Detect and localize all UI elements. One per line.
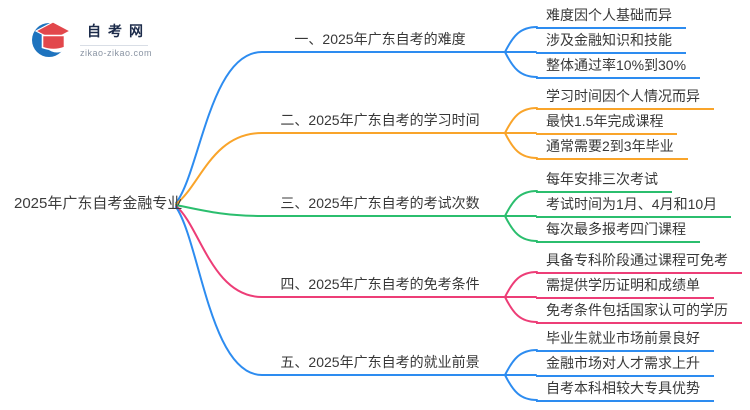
- branch-label-exemption: 四、2025年广东自考的免考条件: [280, 276, 480, 292]
- branch-line-exemption: [175, 205, 538, 323]
- leaf-item: 考试时间为1月、4月和10月: [536, 194, 732, 218]
- central-topic: 2025年广东自考金融专业: [14, 195, 183, 212]
- leaf-item: 具备专科阶段通过课程可免考: [536, 250, 742, 274]
- branch-label-exam-times: 三、2025年广东自考的考试次数: [280, 195, 480, 211]
- leaf-item: 每次最多报考四门课程: [536, 219, 700, 243]
- site-domain: zikao-zikao.com: [80, 48, 153, 58]
- leaf-item: 难度因个人基础而异: [536, 5, 686, 29]
- branch-line-exam-times: [175, 190, 538, 242]
- leaf-item: 金融市场对人才需求上升: [536, 353, 714, 377]
- branch-line-study-time: [175, 107, 538, 205]
- leaf-item: 最快1.5年完成课程: [536, 111, 678, 135]
- leaf-item: 每年安排三次考试: [536, 169, 672, 193]
- leaf-item: 涉及金融知识和技能: [536, 30, 686, 54]
- site-name: 自考网: [87, 23, 150, 39]
- branch-line-career: [175, 206, 538, 401]
- leaf-item: 学习时间因个人情况而异: [536, 86, 714, 110]
- leaf-item: 整体通过率10%到30%: [536, 55, 701, 79]
- leaf-item: 通常需要2到3年毕业: [536, 136, 688, 160]
- leaf-item: 自考本科相较大专具优势: [536, 378, 714, 402]
- leaf-item: 需提供学历证明和成绩单: [536, 275, 714, 299]
- branch-label-difficulty: 一、2025年广东自考的难度: [294, 31, 466, 47]
- site-logo[interactable]: 自考网 zikao-zikao.com: [30, 17, 152, 61]
- branch-label-career: 五、2025年广东自考的就业前景: [280, 354, 480, 370]
- logo-divider: [80, 45, 148, 46]
- leaf-item: 毕业生就业市场前景良好: [536, 328, 714, 352]
- branch-line-difficulty: [175, 26, 538, 204]
- branch-label-study-time: 二、2025年广东自考的学习时间: [280, 112, 480, 128]
- leaf-item: 免考条件包括国家认可的学历: [536, 300, 742, 324]
- graduation-cap-icon: [32, 21, 72, 57]
